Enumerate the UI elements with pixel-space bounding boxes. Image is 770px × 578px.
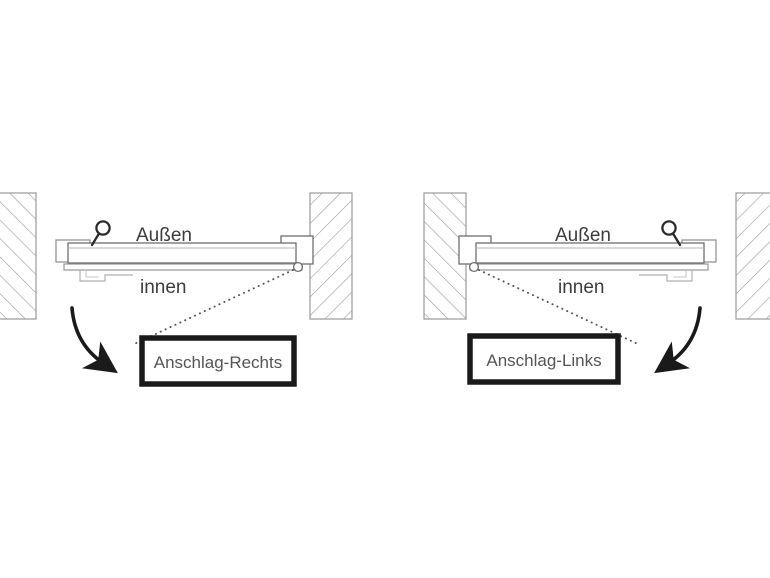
curved-arrow-icon [70,306,118,374]
inside-label: innen [558,277,605,298]
wall-hatch-fill [309,192,353,320]
hatched-wall-block-right [735,192,770,320]
outside-label: Außen [555,225,611,246]
hinge-pivot-icon [292,261,304,273]
diagram-left-hinge: Außen innen Anschlag-Links [423,192,770,385]
door-stopper-bracket [79,270,133,282]
hatched-wall-block-left [0,192,37,320]
door-threshold-strip [469,263,709,271]
label-box-left-hinge: Anschlag-Links [467,333,621,385]
door-threshold-strip [63,263,303,271]
key-head-circle [95,220,111,236]
door-panel-outline [67,242,297,264]
hinge-pivot-icon [468,261,480,273]
hinge-pivot-circle [468,261,480,273]
curved-arrow-icon [654,306,702,374]
diagram-right-hinge: Außen innen Anschlag-Rechts [0,192,353,387]
door-stopper-bracket-inner [673,271,687,278]
label-box-text: Anschlag-Links [486,351,601,370]
label-box-border [467,333,621,385]
label-box-text: Anschlag-Rechts [154,353,283,372]
key-handle-icon [661,220,682,247]
door-panel-section [469,242,709,282]
label-box-right-hinge: Anschlag-Rechts [139,335,297,387]
hatched-wall-block-right [309,192,353,320]
inside-label: innen [140,277,187,298]
door-panel-section [63,242,303,282]
wall-hatch-fill [735,192,770,320]
hinge-pivot-circle [292,261,304,273]
door-panel-outline [475,242,705,264]
key-stem [671,232,682,247]
door-stopper-bracket [639,270,693,282]
label-box-border [139,335,297,387]
key-handle-icon [90,220,111,247]
door-stopper-bracket-inner [85,271,99,278]
key-head-circle [661,220,677,236]
wall-hatch-fill [0,192,37,320]
key-stem [90,232,101,247]
outside-label: Außen [136,225,192,246]
